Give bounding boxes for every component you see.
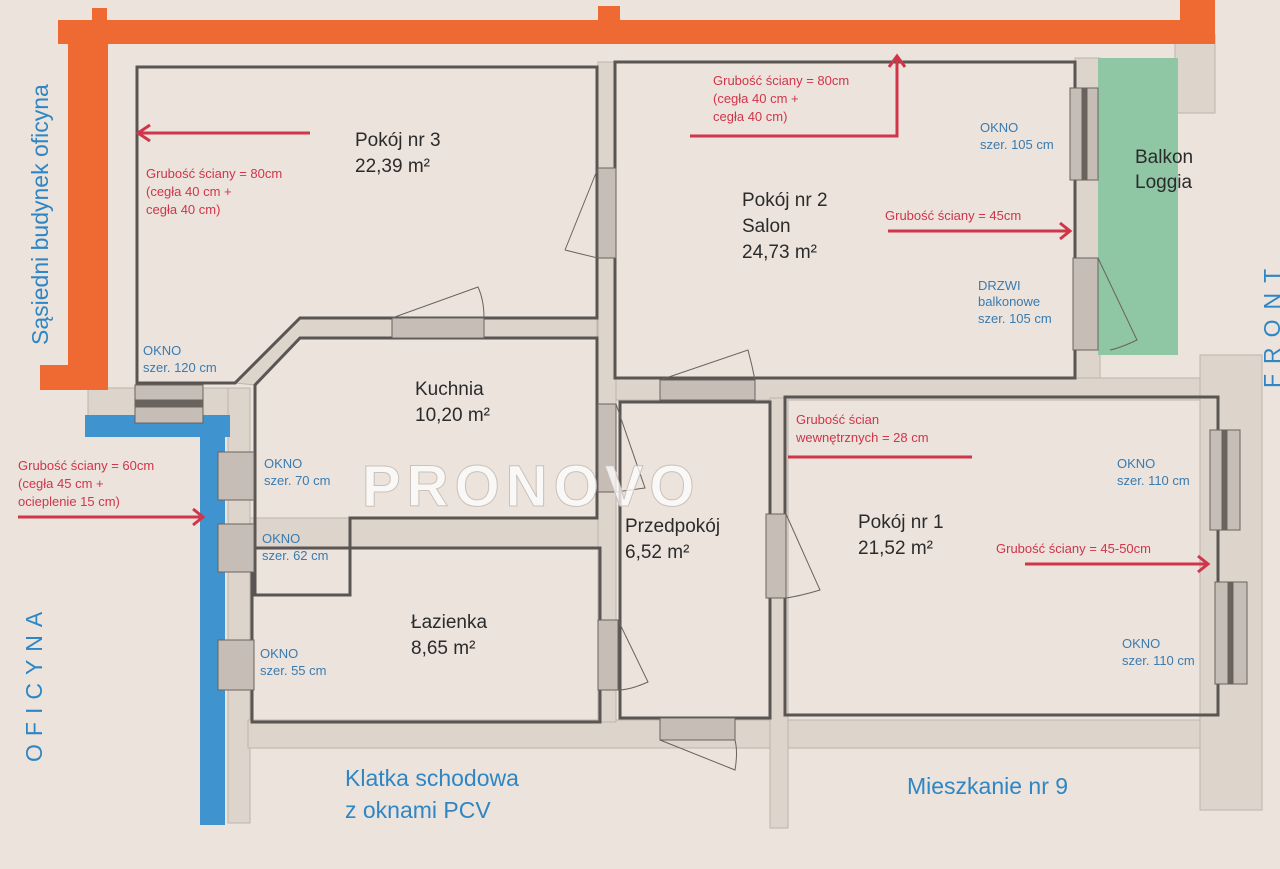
wall-note: cegła 40 cm): [146, 202, 220, 217]
wall-note: Grubość ściany = 45-50cm: [996, 541, 1151, 556]
wall-note: wewnętrznych = 28 cm: [795, 430, 929, 445]
oficyna-label: OFICYNA: [21, 604, 47, 762]
balcony-area: [1098, 58, 1178, 355]
room-area: 22,39 m²: [355, 156, 430, 177]
window-label: OKNO: [143, 343, 181, 358]
window-label: OKNO: [1122, 636, 1160, 651]
wall-note: cegła 40 cm): [713, 109, 787, 124]
window-size: szer. 105 cm: [980, 137, 1054, 152]
room-name: Przedpokój: [625, 516, 720, 537]
stairs-label-2: z oknami PCV: [345, 797, 491, 823]
wall-note: Grubość ściany = 80cm: [713, 73, 849, 88]
room-name: Pokój nr 3: [355, 130, 441, 151]
stairs-label: Klatka schodowa: [345, 765, 519, 791]
wall-note: Grubość ściany = 60cm: [18, 458, 154, 473]
room-name: Łazienka: [411, 612, 487, 633]
window-label: OKNO: [260, 646, 298, 661]
window-label: OKNO: [1117, 456, 1155, 471]
dimension-arrows: [18, 53, 1211, 574]
window-label: OKNO: [262, 531, 300, 546]
door-label: DRZWI: [978, 278, 1021, 293]
window-size: szer. 110 cm: [1122, 653, 1195, 668]
wall-note: (cegła 40 cm +: [713, 91, 799, 106]
window-size: szer. 62 cm: [262, 548, 328, 563]
front-label: FRONT: [1259, 259, 1280, 388]
room-name: Pokój nr 2: [742, 190, 828, 211]
window-size: szer. 55 cm: [260, 663, 326, 678]
wall-note: (cegła 45 cm +: [18, 476, 104, 491]
wall-note: ocieplenie 15 cm): [18, 494, 120, 509]
window-size: szer. 110 cm: [1117, 473, 1190, 488]
room-area: 24,73 m²: [742, 242, 817, 263]
room-area: 8,65 m²: [411, 638, 475, 659]
windows-doors: [134, 87, 1248, 771]
door-label: balkonowe: [978, 294, 1040, 309]
window-size: szer. 70 cm: [264, 473, 330, 488]
room-subname: Loggia: [1135, 172, 1192, 193]
room-name: Balkon: [1135, 147, 1193, 168]
outer-walls: [40, 0, 1215, 825]
room-name: Kuchnia: [415, 379, 484, 400]
watermark: PRONOVO: [362, 454, 701, 519]
window-size: szer. 120 cm: [143, 360, 217, 375]
door-size: szer. 105 cm: [978, 311, 1052, 326]
room-subname: Salon: [742, 216, 791, 237]
wall-note: Grubość ściany = 45cm: [885, 208, 1021, 223]
wall-note: (cegła 40 cm +: [146, 184, 232, 199]
neighbor-flat-label: Mieszkanie nr 9: [907, 773, 1068, 799]
room-area: 6,52 m²: [625, 542, 689, 563]
wall-note: Grubość ścian: [796, 412, 879, 427]
neighbor-building-label: Sąsiedni budynek oficyna: [27, 84, 53, 345]
wall-note: Grubość ściany = 80cm: [146, 166, 282, 181]
room-name: Pokój nr 1: [858, 512, 944, 533]
room-area: 21,52 m²: [858, 538, 933, 559]
window-label: OKNO: [264, 456, 302, 471]
window-label: OKNO: [980, 120, 1018, 135]
room-area: 10,20 m²: [415, 405, 490, 426]
